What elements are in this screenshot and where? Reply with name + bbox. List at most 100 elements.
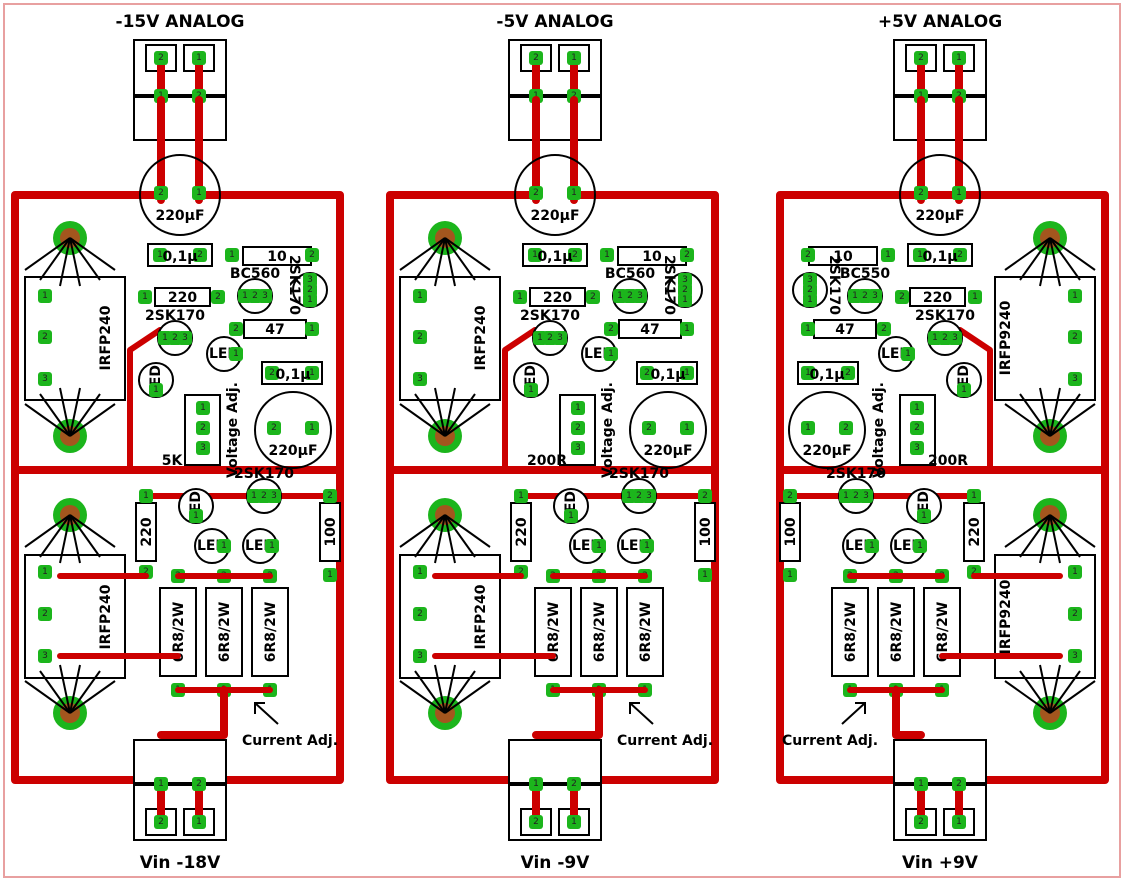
pad-number: 3 <box>42 374 48 384</box>
terminal-pad <box>192 777 206 791</box>
pad <box>178 331 192 345</box>
resistor-value: 6R8/2W <box>889 602 905 663</box>
pad-number: 2 <box>172 333 178 343</box>
heatsink-fin <box>1004 514 1051 548</box>
heatsink-fin <box>444 514 476 558</box>
pad-number: 2 <box>533 817 539 827</box>
pad-number: 3 <box>807 275 813 285</box>
pad-number: 2 <box>843 423 849 433</box>
resistor-body <box>534 587 572 677</box>
module-title: -15V ANALOG <box>116 12 245 32</box>
pad <box>413 649 427 663</box>
pad <box>801 248 815 262</box>
heatsink-fin <box>414 237 446 281</box>
pad <box>633 289 647 303</box>
pad <box>917 509 931 523</box>
transistor-label: 2SK170 <box>145 308 205 324</box>
resistor-value: 6R8/2W <box>217 602 233 663</box>
pad-number: 2 <box>307 285 313 295</box>
heatsink-fin <box>69 680 116 714</box>
transistor-label: 2SK170 <box>661 255 677 315</box>
mosfet-label: IRFP240 <box>98 584 114 649</box>
pad-number: 1 <box>807 295 813 305</box>
heatsink-fin <box>1049 387 1061 437</box>
terminal-pad <box>952 777 966 791</box>
mosfet-outline <box>994 554 1096 679</box>
pad <box>305 421 319 435</box>
transistor-label: 2SK170 <box>286 255 302 315</box>
pad-number: 2 <box>42 332 48 342</box>
pad <box>323 568 337 582</box>
pad <box>217 539 231 553</box>
pad-number: 1 <box>309 368 315 378</box>
pad-number: 1 <box>787 570 793 580</box>
terminal-pad <box>567 51 581 65</box>
copper-trace <box>571 466 719 784</box>
cap-value: 220µF <box>802 443 851 459</box>
resistor: 100 <box>779 502 801 562</box>
pot-value: 5K <box>162 453 184 469</box>
resistor-value: 220 <box>139 517 155 546</box>
heatsink-fin <box>1019 237 1051 281</box>
heatsink-fin <box>1049 237 1081 281</box>
pad-number: 2 <box>942 333 948 343</box>
pad-number: 1 <box>972 292 978 302</box>
pad <box>640 366 654 380</box>
terminal-pad <box>952 815 966 829</box>
resistor-value: 220 <box>923 290 952 306</box>
pad-number: 2 <box>805 250 811 260</box>
pad-number: 2 <box>158 188 164 198</box>
pad-number: 2 <box>918 188 924 198</box>
resistor-value: 220 <box>967 517 983 546</box>
pad-number: 1 <box>921 511 927 521</box>
electrolytic-cap <box>629 391 707 469</box>
pad <box>967 489 981 503</box>
pad-number: 3 <box>557 333 563 343</box>
pad <box>303 293 317 307</box>
transistor-label: 2SK170 <box>520 308 580 324</box>
pad-number: 3 <box>271 491 277 501</box>
terminal-pad <box>154 51 168 65</box>
pad-number: 1 <box>196 53 202 63</box>
pad-number: 1 <box>852 291 858 301</box>
electrolytic-cap <box>254 391 332 469</box>
pad <box>913 248 927 262</box>
pad <box>305 248 319 262</box>
heatsink-fin <box>1019 514 1051 558</box>
resistor-body <box>580 587 618 677</box>
pad <box>267 489 281 503</box>
pad-number: 2 <box>590 292 596 302</box>
terminal-body <box>133 39 227 141</box>
pad-number: 1 <box>885 250 891 260</box>
mosfet-label: IRFP9240 <box>998 300 1014 375</box>
pad-number: 2 <box>215 292 221 302</box>
pad-number: 1 <box>42 567 48 577</box>
pad <box>586 290 600 304</box>
film-cap: 210,1µ <box>797 361 859 385</box>
cap-value: 220µF <box>530 208 579 224</box>
pad-number: 2 <box>417 609 423 619</box>
resistor-value: 6R8/2W <box>171 602 187 663</box>
cap-value: 220µF <box>643 443 692 459</box>
current-adj-label: Current Adj. <box>617 733 713 749</box>
pad <box>642 489 656 503</box>
terminal-body <box>508 39 602 141</box>
resistor: 10 <box>617 246 687 266</box>
terminal-body <box>133 739 227 841</box>
pad-number: 3 <box>417 651 423 661</box>
heatsink-fin <box>24 514 71 548</box>
terminal-pad <box>567 815 581 829</box>
pad <box>138 290 152 304</box>
transistor-label: BC560 <box>230 266 280 282</box>
pad <box>910 401 924 415</box>
cap-value: 0,1µ <box>650 367 685 383</box>
pad <box>881 248 895 262</box>
pad-number: 1 <box>805 324 811 334</box>
